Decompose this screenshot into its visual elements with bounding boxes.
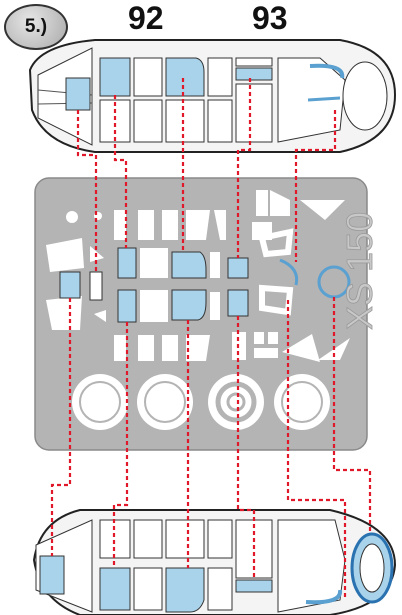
- part-number-92: 92: [128, 0, 164, 36]
- canopy-top: [28, 39, 397, 153]
- part-number-93: 93: [252, 0, 288, 36]
- connector-lines: [50, 78, 372, 600]
- canopy-bottom: [32, 509, 397, 615]
- mask-fret: XS 150: [34, 177, 380, 451]
- top-small-window: [65, 77, 91, 111]
- step-badge: 5.): [4, 4, 68, 50]
- fret-code-label: XS 150: [339, 212, 380, 330]
